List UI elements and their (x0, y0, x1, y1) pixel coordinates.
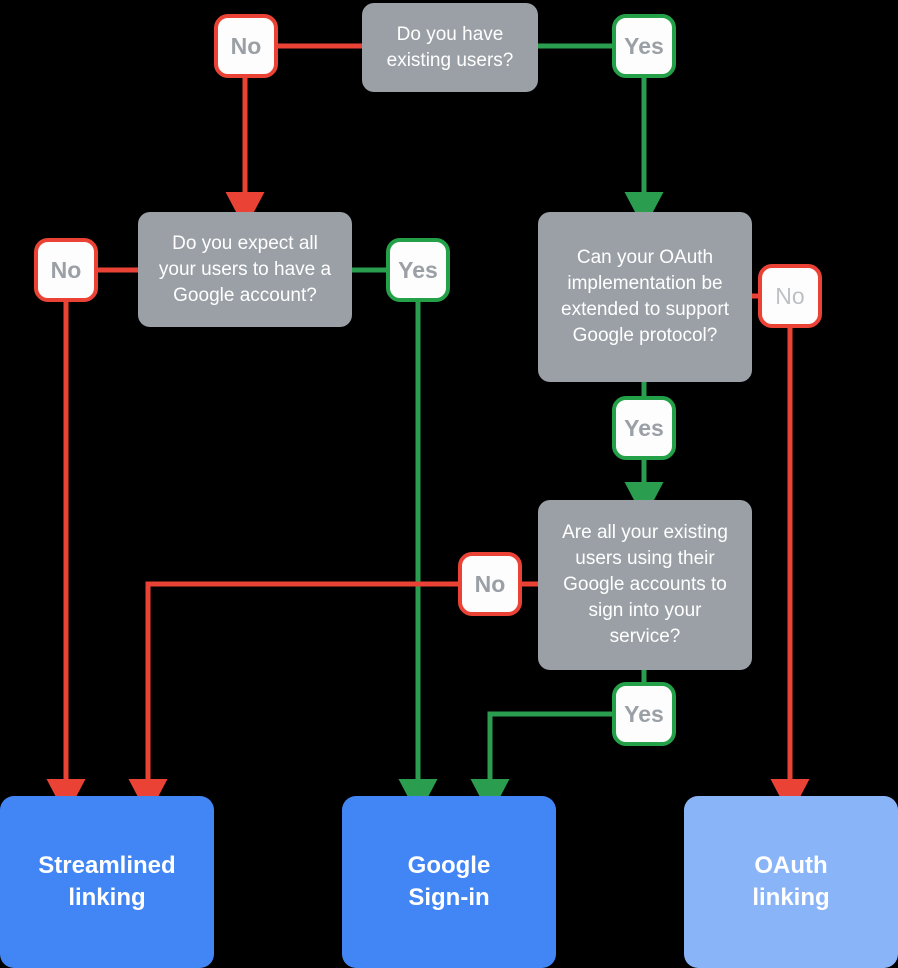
result-line-1: Streamlined (38, 852, 176, 879)
question-box-existing-users: Do you have existing users? (362, 3, 538, 92)
result-box-streamlined-linking[interactable]: Streamlined linking (0, 796, 214, 968)
decision-label-q4-yes[interactable]: Yes (612, 682, 676, 746)
question-box-users-google-accounts: Are all your existing users using their … (538, 500, 752, 670)
result-box-oauth-linking[interactable]: OAuth linking (684, 796, 898, 968)
decision-label-q3-no[interactable]: No (758, 264, 822, 328)
decision-label-q1-no[interactable]: No (214, 14, 278, 78)
question-box-oauth-extendable: Can your OAuth implementation be extende… (538, 212, 752, 382)
result-line-1: OAuth (754, 852, 828, 879)
decision-label-q2-yes[interactable]: Yes (386, 238, 450, 302)
result-line-2: Sign-in (408, 884, 490, 911)
decision-label-q4-no[interactable]: No (458, 552, 522, 616)
result-box-google-signin[interactable]: Google Sign-in (342, 796, 556, 968)
result-line-1: Google (407, 852, 491, 879)
edge-q4-no-to-streamlined (128, 581, 458, 816)
result-line-2: linking (752, 884, 830, 911)
result-line-2: linking (68, 884, 146, 911)
edge-q4-yes-to-google-signin (470, 711, 612, 816)
question-box-google-account: Do you expect all your users to have a G… (138, 212, 352, 327)
decision-label-q1-yes[interactable]: Yes (612, 14, 676, 78)
decision-label-q3-yes[interactable]: Yes (612, 396, 676, 460)
decision-label-q2-no[interactable]: No (34, 238, 98, 302)
